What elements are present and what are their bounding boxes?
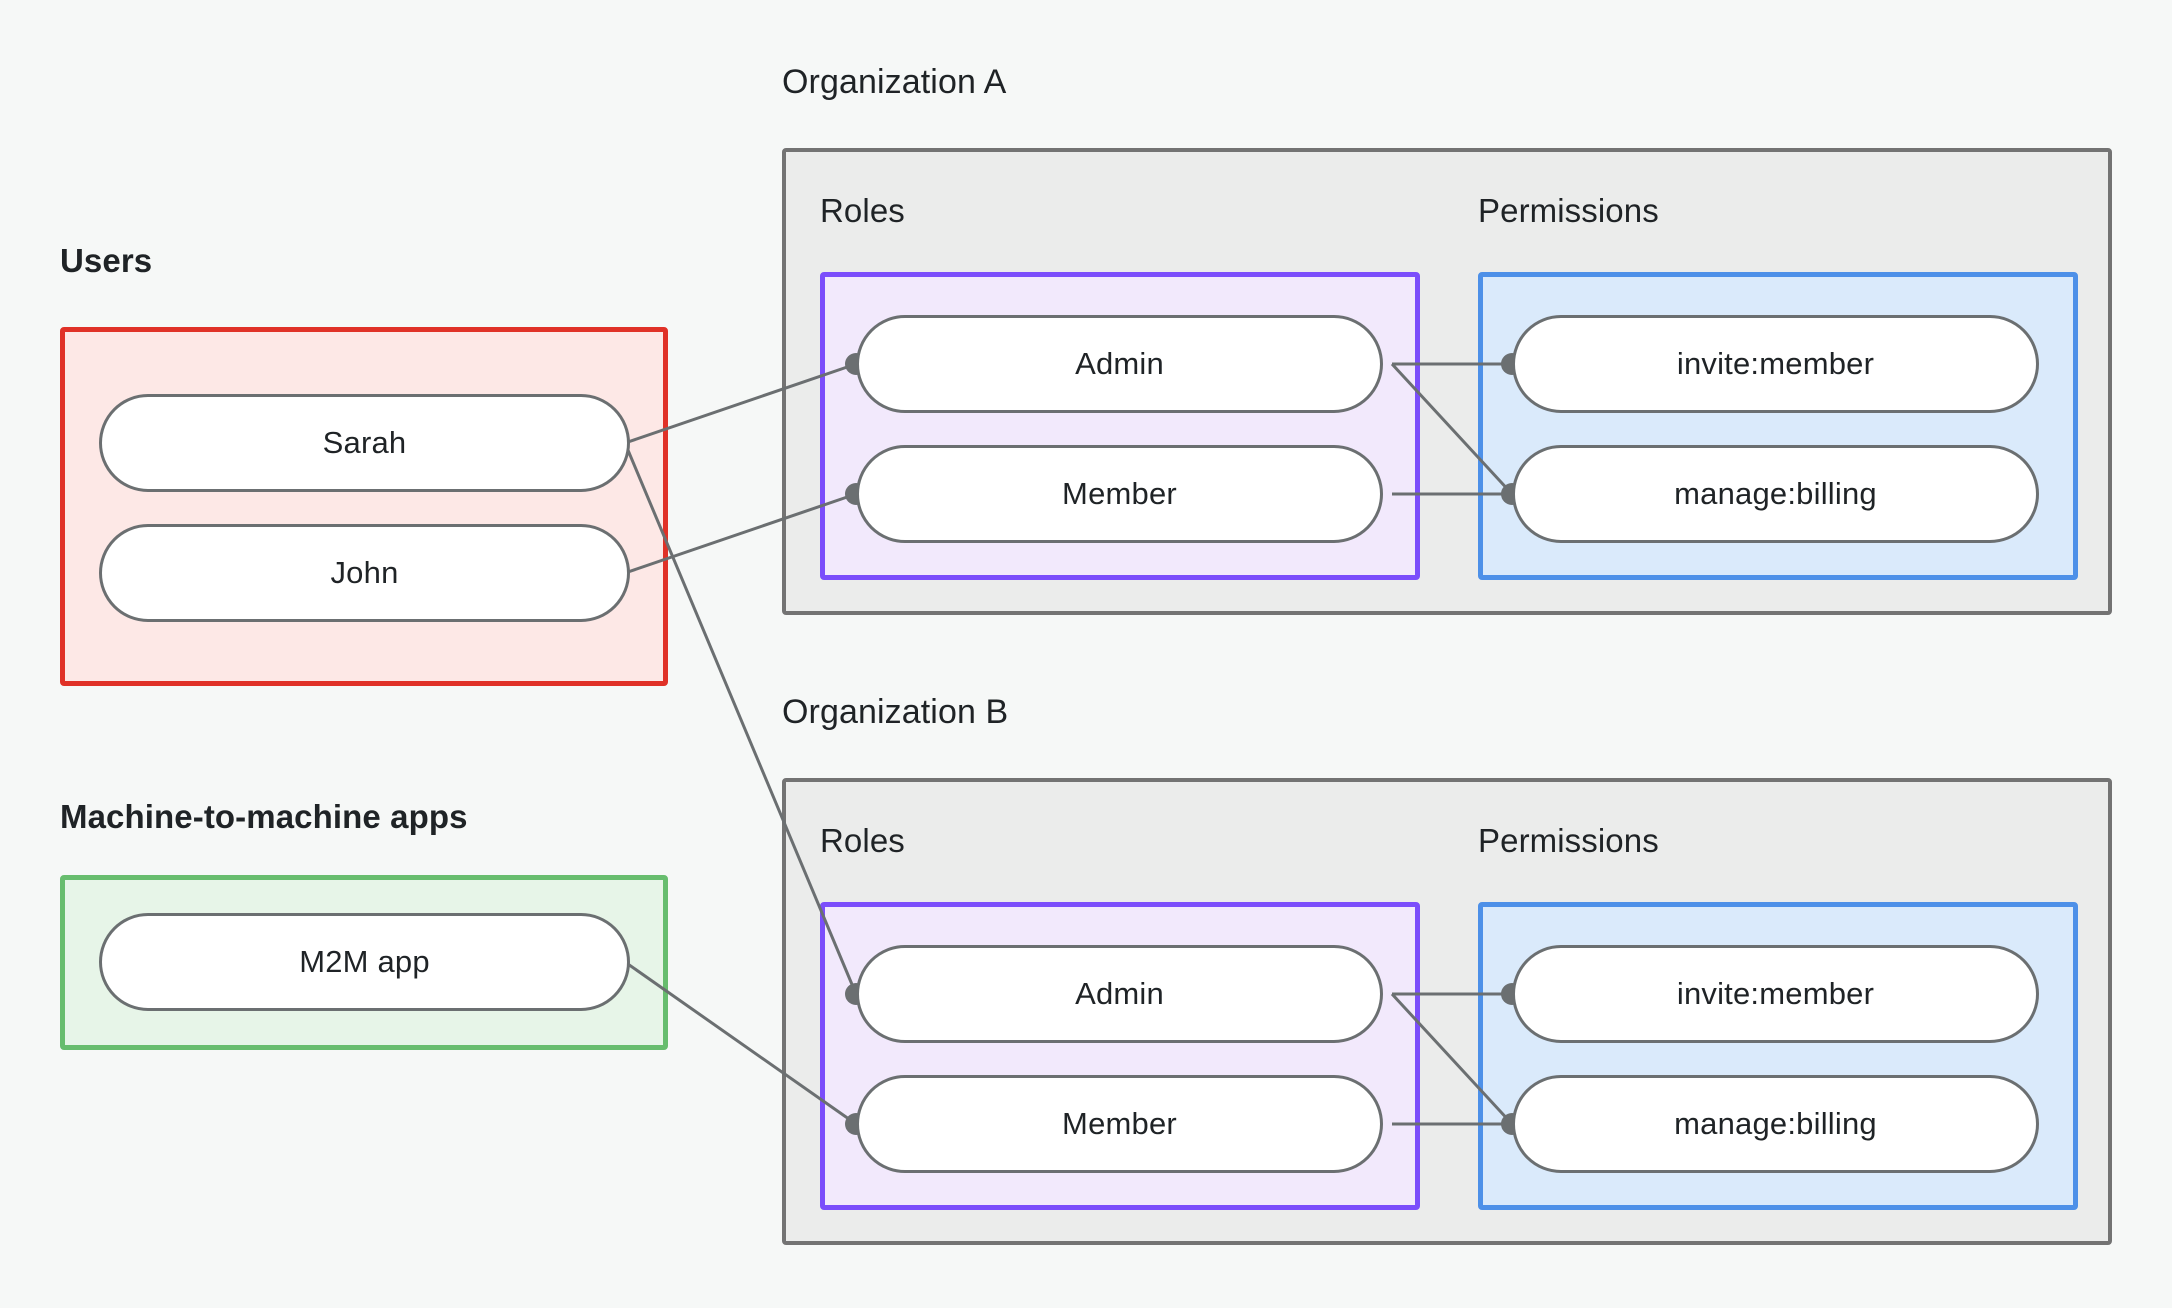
node-john[interactable]: John xyxy=(99,524,630,622)
node-org-a-manage-billing[interactable]: manage:billing xyxy=(1512,445,2039,543)
node-org-a-invite-member[interactable]: invite:member xyxy=(1512,315,2039,413)
node-sarah[interactable]: Sarah xyxy=(99,394,630,492)
org-b-permissions-label: Permissions xyxy=(1478,822,1659,859)
users-group-box xyxy=(60,327,668,686)
node-org-b-admin[interactable]: Admin xyxy=(856,945,1383,1043)
org-a-permissions-label: Permissions xyxy=(1478,192,1659,229)
node-m2m-app[interactable]: M2M app xyxy=(99,913,630,1011)
org-a-roles-label: Roles xyxy=(820,192,905,229)
org-b-label: Organization B xyxy=(782,693,1009,731)
node-org-a-member[interactable]: Member xyxy=(856,445,1383,543)
node-org-a-admin[interactable]: Admin xyxy=(856,315,1383,413)
org-b-roles-label: Roles xyxy=(820,822,905,859)
node-org-b-member[interactable]: Member xyxy=(856,1075,1383,1173)
m2m-group-label: Machine-to-machine apps xyxy=(60,798,468,835)
node-org-b-manage-billing[interactable]: manage:billing xyxy=(1512,1075,2039,1173)
node-org-b-invite-member[interactable]: invite:member xyxy=(1512,945,2039,1043)
org-a-label: Organization A xyxy=(782,63,1007,101)
users-group-label: Users xyxy=(60,242,153,279)
